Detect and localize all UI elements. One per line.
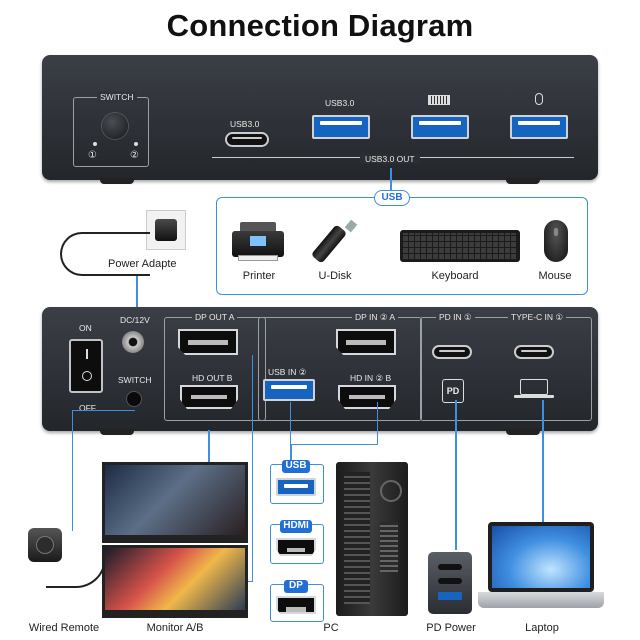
wire-usb-in bbox=[290, 402, 378, 445]
wire-laptop bbox=[542, 400, 544, 522]
dp-in-port[interactable] bbox=[336, 329, 396, 355]
power-adapter-label: Power Adapte bbox=[108, 258, 177, 270]
usb-port-1[interactable] bbox=[312, 115, 370, 139]
usb-port-2[interactable] bbox=[411, 115, 469, 139]
power-cable-tip bbox=[100, 274, 136, 276]
pc-usb-tag: USB bbox=[282, 460, 310, 473]
laptop-screen bbox=[488, 522, 594, 592]
dp-out-a-label: DP OUT A bbox=[192, 312, 238, 322]
wire-usb-pc bbox=[290, 444, 292, 464]
pc-hdmi-port bbox=[276, 538, 316, 556]
input2-group-box bbox=[258, 317, 422, 421]
hd-out-b-label: HD OUT B bbox=[192, 373, 233, 383]
mouse-device-icon bbox=[544, 220, 568, 262]
foot bbox=[506, 178, 540, 184]
mouse-icon bbox=[535, 93, 543, 105]
laptop-icon bbox=[520, 379, 548, 395]
dc-jack[interactable] bbox=[122, 331, 144, 353]
monitor-b-bezel bbox=[102, 613, 248, 618]
typec-in-1-label: TYPE-C IN ① bbox=[508, 312, 567, 323]
remote-cable bbox=[46, 548, 106, 588]
pd-in-1-label: PD IN ① bbox=[436, 312, 475, 323]
usb-link-line bbox=[390, 168, 392, 190]
pd-power-label: PD Power bbox=[426, 622, 476, 634]
off-label: OFF bbox=[79, 403, 96, 413]
usbc-label: USB3.0 bbox=[230, 119, 260, 129]
switch-port-label: SWITCH bbox=[118, 375, 152, 385]
wire-remote bbox=[72, 410, 135, 531]
monitor-label: Monitor A/B bbox=[146, 622, 204, 634]
pc-label: PC bbox=[323, 622, 339, 634]
pc-dp-tag: DP bbox=[284, 580, 308, 593]
hdmi-out-port[interactable] bbox=[180, 385, 238, 409]
usbc-port-top[interactable] bbox=[225, 132, 269, 147]
printer-icon bbox=[232, 222, 284, 262]
wire-hdmi-out bbox=[208, 430, 210, 462]
monitor-a-bezel bbox=[102, 538, 248, 543]
kvm-top-panel: SWITCH ① ② USB3.0 USB3.0 USB3.0 OUT bbox=[42, 55, 598, 180]
laptop-icon-base bbox=[514, 395, 554, 398]
device-label-printer: Printer bbox=[242, 270, 276, 282]
pd-badge-icon: PD bbox=[442, 379, 464, 403]
usb-tag: USB bbox=[374, 190, 410, 206]
led-2 bbox=[134, 142, 138, 146]
dp-in-2-a-label: DP IN ② A bbox=[352, 312, 399, 323]
monitor-b-screen bbox=[102, 545, 248, 613]
wire-pd bbox=[455, 400, 457, 550]
power-rocker-switch[interactable] bbox=[69, 339, 103, 393]
usb-out-label: USB3.0 OUT bbox=[360, 154, 420, 164]
switch-indicator-2: ② bbox=[130, 150, 139, 161]
hdmi-in-port[interactable] bbox=[338, 385, 396, 409]
foot bbox=[506, 429, 540, 435]
usb-in-port[interactable] bbox=[263, 379, 315, 401]
switch-label: SWITCH bbox=[97, 92, 137, 102]
laptop-label: Laptop bbox=[525, 622, 559, 634]
wired-remote-label: Wired Remote bbox=[28, 622, 100, 634]
remote-switch-jack[interactable] bbox=[126, 391, 142, 407]
usb-in-2-label: USB IN ② bbox=[268, 367, 307, 377]
device-label-udisk: U-Disk bbox=[318, 270, 352, 282]
pc-hdmi-tag: HDMI bbox=[280, 520, 312, 533]
foot bbox=[100, 429, 134, 435]
laptop-keyboard-base bbox=[478, 592, 604, 608]
dp-out-port[interactable] bbox=[178, 329, 238, 355]
usba-label: USB3.0 bbox=[325, 98, 355, 108]
device-label-keyboard: Keyboard bbox=[431, 270, 479, 282]
keyboard-device-icon bbox=[400, 230, 520, 262]
dc-label: DC/12V bbox=[120, 315, 150, 325]
input1-group-box bbox=[420, 317, 592, 421]
pd-power-icon bbox=[428, 552, 472, 614]
foot bbox=[100, 178, 134, 184]
mouse-wheel bbox=[554, 228, 558, 236]
switch-button[interactable] bbox=[102, 113, 128, 139]
pd-badge-text: PD bbox=[446, 386, 460, 396]
switch-indicator-1: ① bbox=[88, 150, 97, 161]
pc-dp-port bbox=[276, 596, 316, 614]
device-label-mouse: Mouse bbox=[538, 270, 572, 282]
hd-in-2-b-label: HD IN ② B bbox=[350, 373, 392, 383]
pc-usb-port bbox=[276, 478, 316, 496]
usb-port-3[interactable] bbox=[510, 115, 568, 139]
pc-tower-icon bbox=[336, 462, 408, 616]
power-wire bbox=[136, 276, 138, 312]
keyboard-icon bbox=[428, 95, 450, 105]
power-adapter-icon bbox=[146, 210, 186, 250]
page-title: Connection Diagram bbox=[166, 8, 474, 43]
typec-in-port[interactable] bbox=[514, 345, 554, 359]
monitor-a-screen bbox=[102, 462, 248, 538]
pd-in-port[interactable] bbox=[432, 345, 472, 359]
usb-tag-text: USB bbox=[381, 192, 403, 203]
on-label: ON bbox=[79, 323, 92, 333]
led-1 bbox=[93, 142, 97, 146]
